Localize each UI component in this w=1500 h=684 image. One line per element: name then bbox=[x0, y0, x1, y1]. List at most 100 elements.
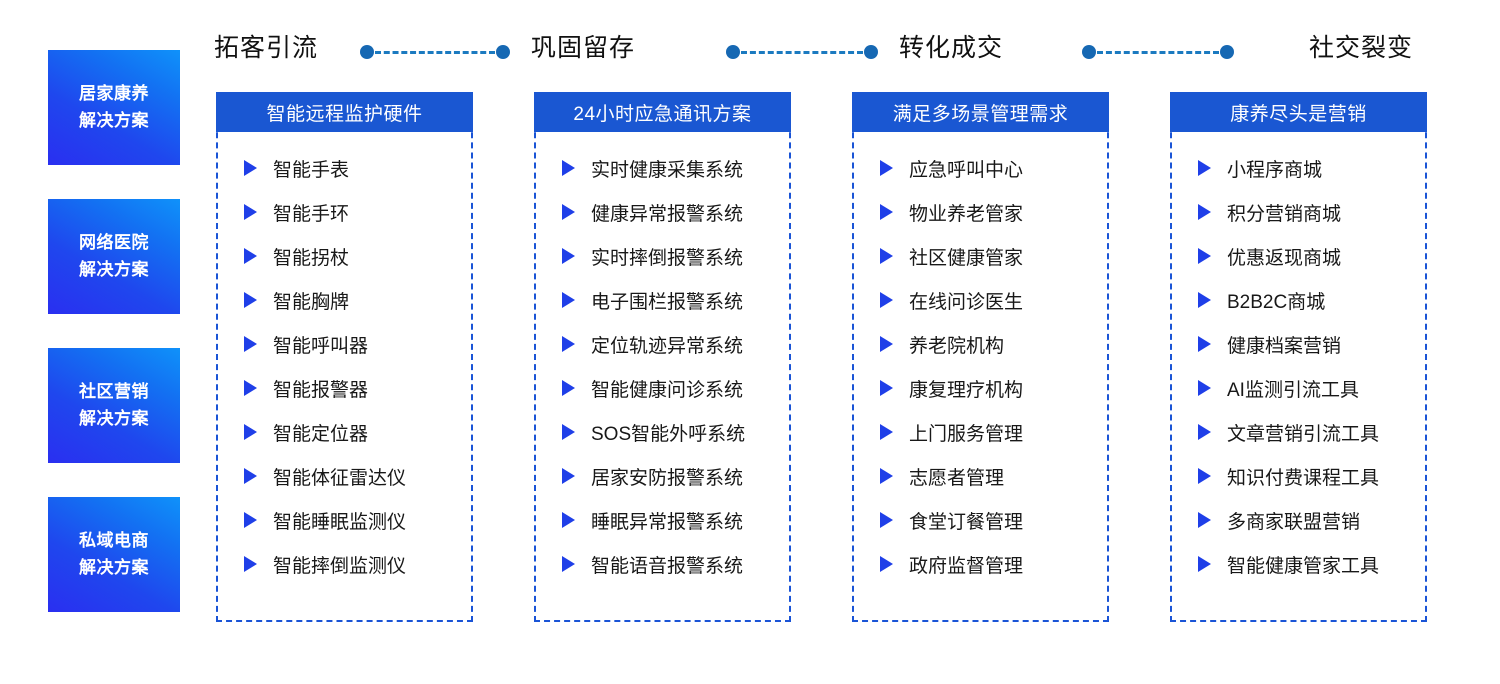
list-item[interactable]: 居家安防报警系统 bbox=[536, 454, 789, 498]
triangle-bullet-icon bbox=[880, 292, 893, 308]
list-item[interactable]: 应急呼叫中心 bbox=[854, 146, 1107, 190]
list-item[interactable]: 智能语音报警系统 bbox=[536, 542, 789, 586]
column-emergency-communication: 24小时应急通讯方案 实时健康采集系统 健康异常报警系统 实时摔倒报警系统 电子… bbox=[534, 92, 791, 622]
list-item[interactable]: 睡眠异常报警系统 bbox=[536, 498, 789, 542]
list-item[interactable]: 智能手表 bbox=[218, 146, 471, 190]
connector-dash-line bbox=[741, 50, 863, 54]
list-item[interactable]: 养老院机构 bbox=[854, 322, 1107, 366]
triangle-bullet-icon bbox=[562, 468, 575, 484]
sidebar-item-home-care[interactable]: 居家康养 解决方案 bbox=[48, 50, 180, 165]
triangle-bullet-icon bbox=[1198, 556, 1211, 572]
sidebar-item-private-ecommerce[interactable]: 私域电商 解决方案 bbox=[48, 497, 180, 612]
connector-dot-start-icon bbox=[1082, 45, 1096, 59]
list-item[interactable]: B2B2C商城 bbox=[1172, 278, 1425, 322]
capability-columns: 智能远程监护硬件 智能手表 智能手环 智能拐杖 智能胸牌 智能呼叫器 智能报警器… bbox=[216, 92, 1460, 622]
list-item[interactable]: 实时健康采集系统 bbox=[536, 146, 789, 190]
list-item[interactable]: 智能定位器 bbox=[218, 410, 471, 454]
column-header: 24小时应急通讯方案 bbox=[534, 92, 791, 132]
sidebar-item-label-line2: 解决方案 bbox=[79, 557, 149, 577]
triangle-bullet-icon bbox=[244, 160, 257, 176]
column-list: 应急呼叫中心 物业养老管家 社区健康管家 在线问诊医生 养老院机构 康复理疗机构… bbox=[854, 132, 1107, 620]
triangle-bullet-icon bbox=[244, 556, 257, 572]
list-item[interactable]: 多商家联盟营销 bbox=[1172, 498, 1425, 542]
sidebar-item-label-line2: 解决方案 bbox=[79, 110, 149, 130]
column-header: 智能远程监护硬件 bbox=[216, 92, 473, 132]
list-item[interactable]: 智能手环 bbox=[218, 190, 471, 234]
list-item[interactable]: 智能胸牌 bbox=[218, 278, 471, 322]
list-item[interactable]: 智能呼叫器 bbox=[218, 322, 471, 366]
list-item[interactable]: 小程序商城 bbox=[1172, 146, 1425, 190]
list-item[interactable]: 在线问诊医生 bbox=[854, 278, 1107, 322]
triangle-bullet-icon bbox=[562, 160, 575, 176]
sidebar-item-label-line1: 社区营销 bbox=[79, 382, 149, 402]
sidebar-item-online-hospital[interactable]: 网络医院 解决方案 bbox=[48, 199, 180, 314]
list-item[interactable]: 智能拐杖 bbox=[218, 234, 471, 278]
connector-dash-line bbox=[1097, 50, 1219, 54]
list-item[interactable]: AI监测引流工具 bbox=[1172, 366, 1425, 410]
list-item[interactable]: 健康异常报警系统 bbox=[536, 190, 789, 234]
triangle-bullet-icon bbox=[562, 512, 575, 528]
triangle-bullet-icon bbox=[1198, 424, 1211, 440]
sidebar-item-label-line2: 解决方案 bbox=[79, 259, 149, 279]
list-item[interactable]: 志愿者管理 bbox=[854, 454, 1107, 498]
triangle-bullet-icon bbox=[880, 248, 893, 264]
stage-connector-2 bbox=[726, 45, 878, 59]
connector-dot-start-icon bbox=[360, 45, 374, 59]
list-item[interactable]: 食堂订餐管理 bbox=[854, 498, 1107, 542]
list-item[interactable]: 定位轨迹异常系统 bbox=[536, 322, 789, 366]
sidebar-item-label-line1: 网络医院 bbox=[79, 233, 149, 253]
list-item[interactable]: 智能睡眠监测仪 bbox=[218, 498, 471, 542]
list-item[interactable]: 知识付费课程工具 bbox=[1172, 454, 1425, 498]
list-item[interactable]: 积分营销商城 bbox=[1172, 190, 1425, 234]
triangle-bullet-icon bbox=[880, 468, 893, 484]
list-item[interactable]: 智能健康管家工具 bbox=[1172, 542, 1425, 586]
list-item[interactable]: 智能摔倒监测仪 bbox=[218, 542, 471, 586]
sidebar-item-label-line1: 居家康养 bbox=[79, 84, 149, 104]
list-item[interactable]: 物业养老管家 bbox=[854, 190, 1107, 234]
list-item[interactable]: 优惠返现商城 bbox=[1172, 234, 1425, 278]
list-item[interactable]: 电子围栏报警系统 bbox=[536, 278, 789, 322]
connector-dot-end-icon bbox=[1220, 45, 1234, 59]
triangle-bullet-icon bbox=[880, 556, 893, 572]
connector-dash-line bbox=[375, 50, 495, 54]
triangle-bullet-icon bbox=[244, 512, 257, 528]
triangle-bullet-icon bbox=[244, 292, 257, 308]
column-multi-scenario-management: 满足多场景管理需求 应急呼叫中心 物业养老管家 社区健康管家 在线问诊医生 养老… bbox=[852, 92, 1109, 622]
triangle-bullet-icon bbox=[1198, 204, 1211, 220]
list-item[interactable]: SOS智能外呼系统 bbox=[536, 410, 789, 454]
sidebar-item-label-line1: 私域电商 bbox=[79, 531, 149, 551]
connector-dot-end-icon bbox=[496, 45, 510, 59]
list-item[interactable]: 上门服务管理 bbox=[854, 410, 1107, 454]
triangle-bullet-icon bbox=[244, 248, 257, 264]
triangle-bullet-icon bbox=[1198, 380, 1211, 396]
sidebar-item-label-line2: 解决方案 bbox=[79, 408, 149, 428]
triangle-bullet-icon bbox=[244, 380, 257, 396]
solution-sidebar: 居家康养 解决方案 网络医院 解决方案 社区营销 解决方案 私域电商 解决方案 bbox=[48, 50, 180, 612]
list-item[interactable]: 社区健康管家 bbox=[854, 234, 1107, 278]
stage-connector-1 bbox=[360, 45, 510, 59]
connector-dot-start-icon bbox=[726, 45, 740, 59]
triangle-bullet-icon bbox=[562, 248, 575, 264]
stage-label-3: 转化成交 bbox=[899, 35, 1004, 62]
list-item[interactable]: 康复理疗机构 bbox=[854, 366, 1107, 410]
list-item[interactable]: 智能体征雷达仪 bbox=[218, 454, 471, 498]
connector-dot-end-icon bbox=[864, 45, 878, 59]
stage-connector-3 bbox=[1082, 45, 1234, 59]
triangle-bullet-icon bbox=[1198, 468, 1211, 484]
list-item[interactable]: 实时摔倒报警系统 bbox=[536, 234, 789, 278]
triangle-bullet-icon bbox=[244, 424, 257, 440]
column-remote-monitoring-hardware: 智能远程监护硬件 智能手表 智能手环 智能拐杖 智能胸牌 智能呼叫器 智能报警器… bbox=[216, 92, 473, 622]
triangle-bullet-icon bbox=[880, 160, 893, 176]
list-item[interactable]: 健康档案营销 bbox=[1172, 322, 1425, 366]
triangle-bullet-icon bbox=[880, 204, 893, 220]
triangle-bullet-icon bbox=[880, 512, 893, 528]
list-item[interactable]: 文章营销引流工具 bbox=[1172, 410, 1425, 454]
triangle-bullet-icon bbox=[562, 204, 575, 220]
list-item[interactable]: 智能报警器 bbox=[218, 366, 471, 410]
triangle-bullet-icon bbox=[880, 336, 893, 352]
column-header: 满足多场景管理需求 bbox=[852, 92, 1109, 132]
list-item[interactable]: 政府监督管理 bbox=[854, 542, 1107, 586]
sidebar-item-community-marketing[interactable]: 社区营销 解决方案 bbox=[48, 348, 180, 463]
list-item[interactable]: 智能健康问诊系统 bbox=[536, 366, 789, 410]
